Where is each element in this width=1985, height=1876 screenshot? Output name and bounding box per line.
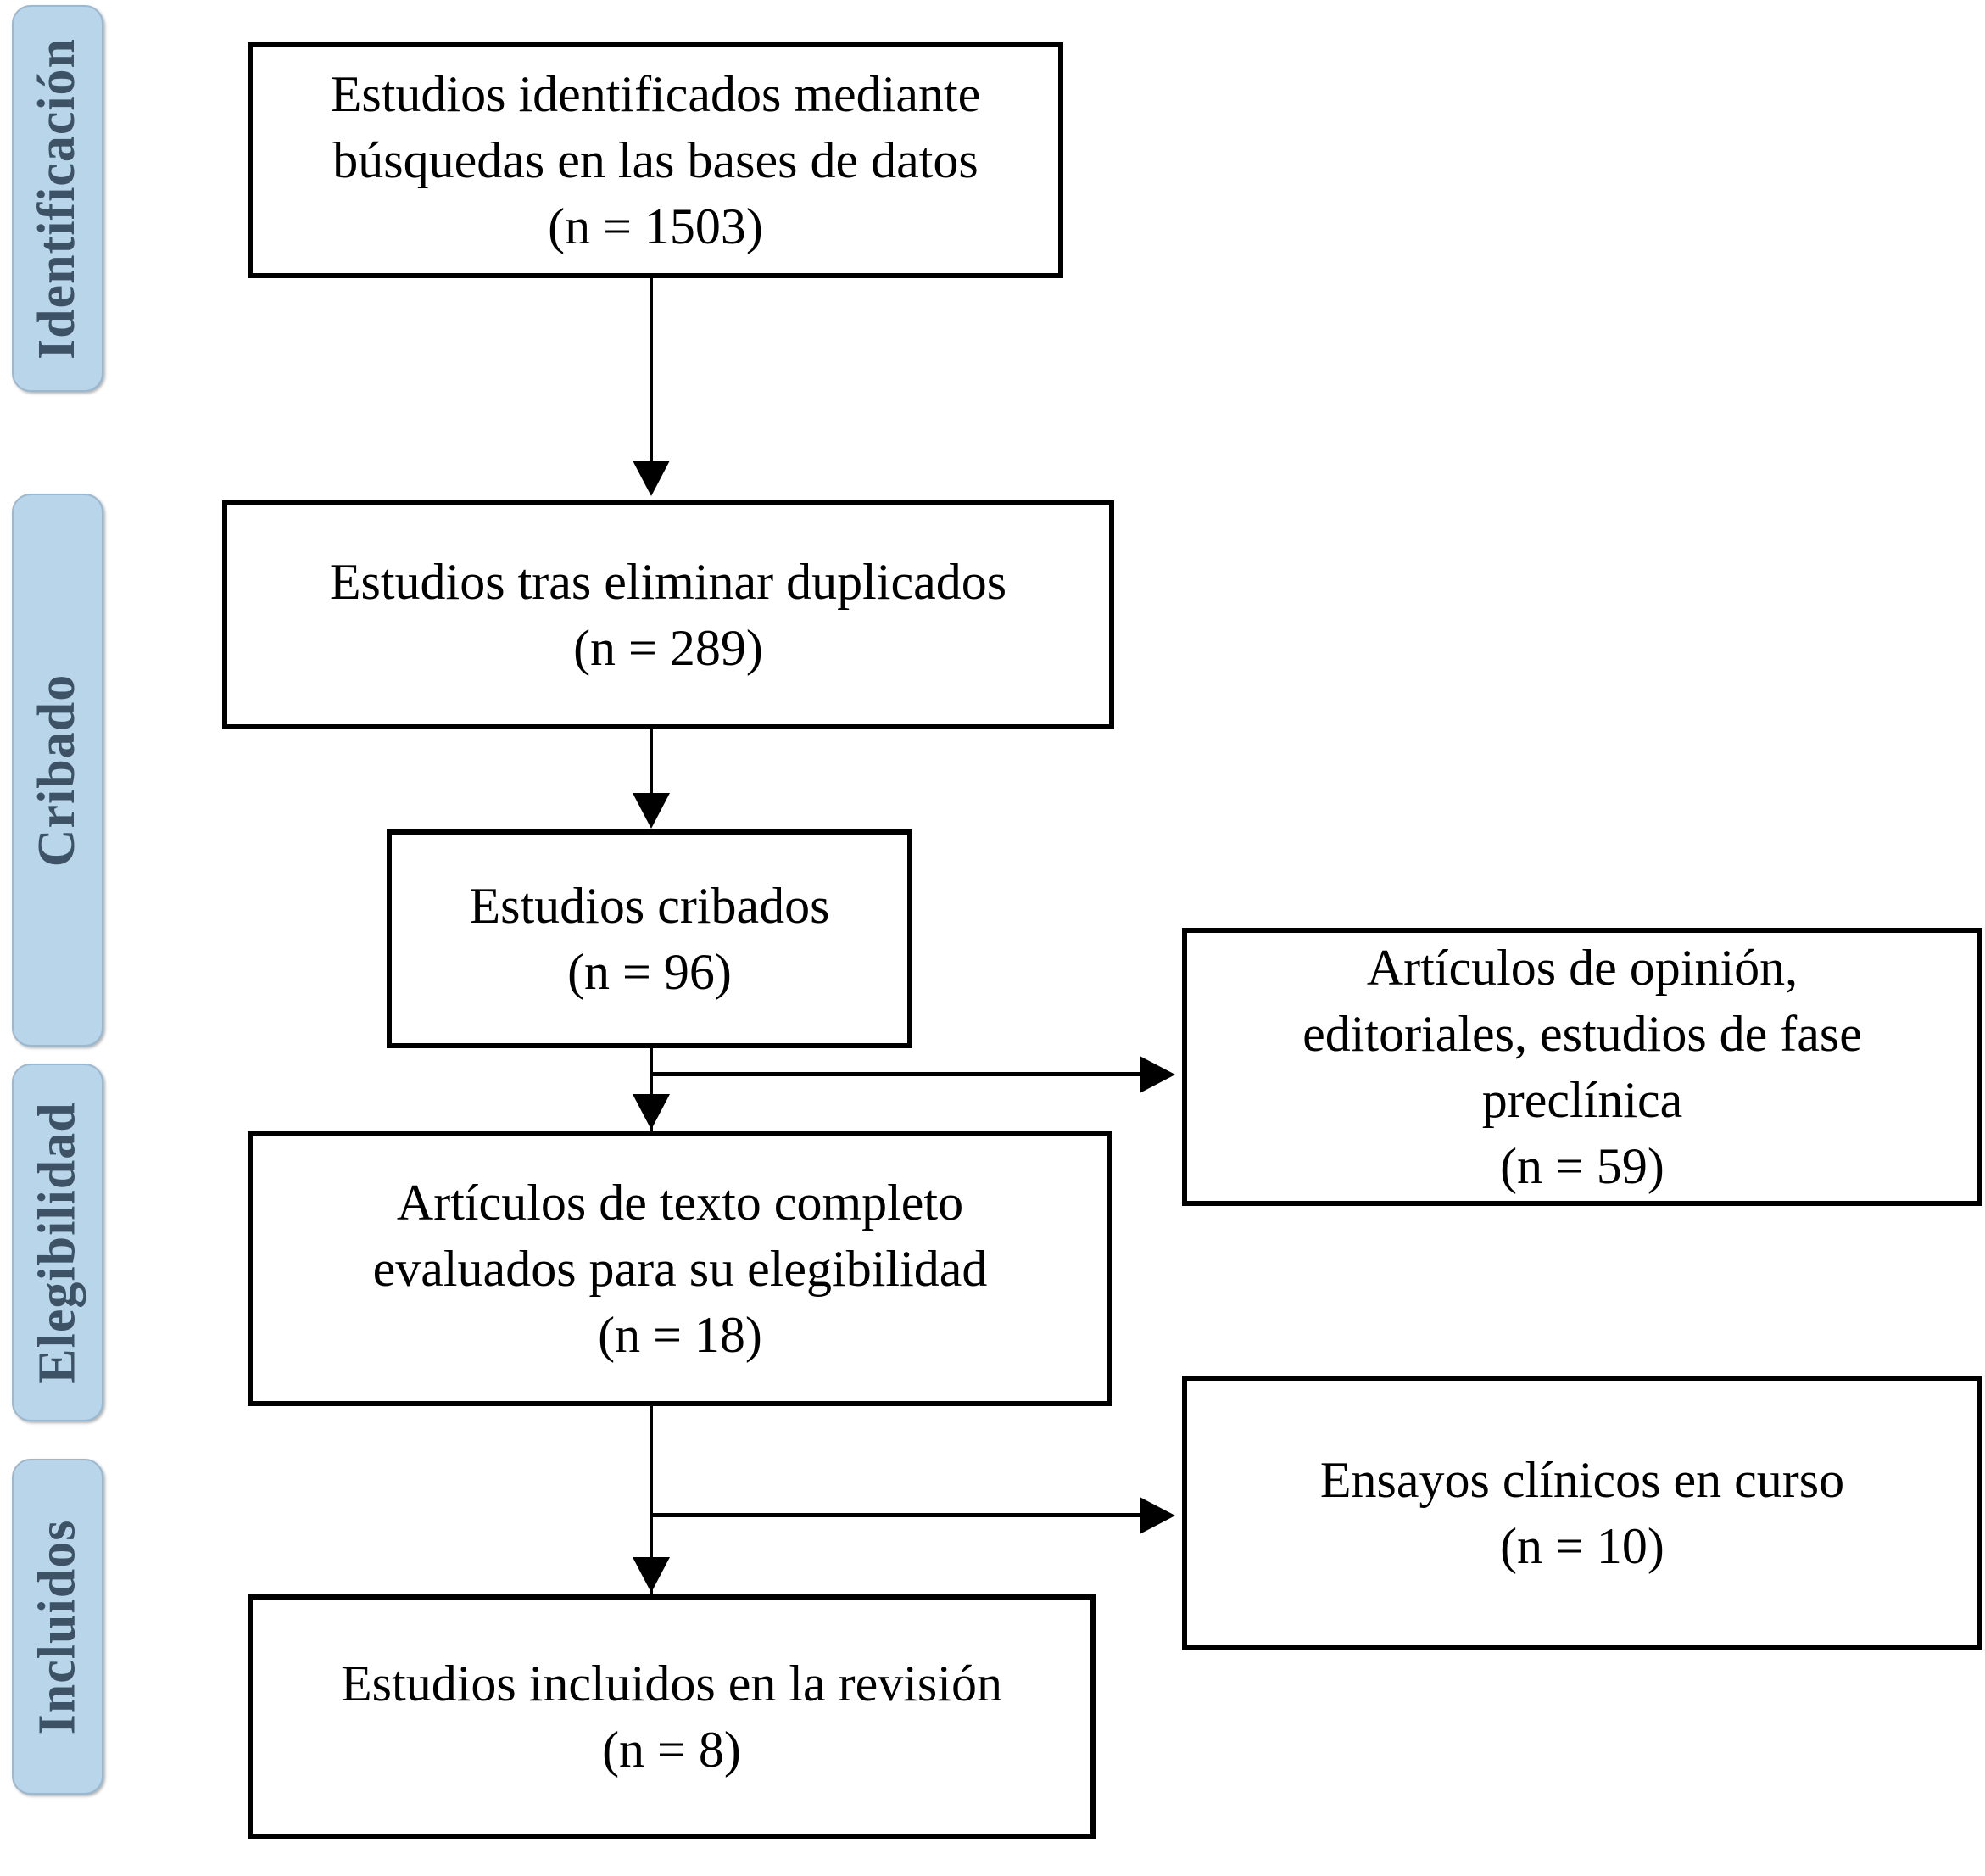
phase-chip-incluidos: Incluidos: [12, 1459, 103, 1795]
connector-screened-to-excluded-opinion: [651, 1072, 1141, 1076]
flow-box-excluded-ongoing: Ensayos clínicos en curso (n = 10): [1182, 1376, 1982, 1650]
arrowhead-duplicates-to-screened: [633, 793, 670, 829]
connector-fulltext-to-excluded-ongoing: [651, 1513, 1141, 1517]
connector-screened-trunk: [650, 1048, 653, 1136]
phase-chip-elegibilidad: Elegibilidad: [12, 1064, 103, 1421]
arrowhead-fulltext-to-included: [633, 1557, 670, 1593]
flow-box-screened-text: Estudios cribados (n = 96): [469, 878, 830, 1000]
flow-box-after-duplicates: Estudios tras eliminar duplicados (n = 2…: [222, 500, 1114, 729]
phase-label-identificacion: Identificación: [28, 37, 86, 360]
connector-identified-to-duplicates: [650, 278, 653, 466]
phase-label-incluidos: Incluidos: [28, 1519, 86, 1734]
flow-box-after-duplicates-text: Estudios tras eliminar duplicados (n = 2…: [329, 554, 1007, 676]
connector-fulltext-trunk: [650, 1406, 653, 1594]
flow-box-fulltext-assessed-text: Artículos de texto completo evaluados pa…: [372, 1175, 988, 1363]
flow-box-included-text: Estudios incluidos en la revisión (n = 8…: [341, 1655, 1002, 1778]
flow-box-fulltext-assessed: Artículos de texto completo evaluados pa…: [248, 1131, 1112, 1406]
arrowhead-screened-to-fulltext: [633, 1094, 670, 1130]
phase-label-elegibilidad: Elegibilidad: [28, 1101, 86, 1384]
flow-box-identified: Estudios identificados mediante búsqueda…: [248, 42, 1063, 278]
arrowhead-fulltext-to-excluded-ongoing: [1140, 1497, 1175, 1534]
flow-box-included: Estudios incluidos en la revisión (n = 8…: [248, 1594, 1096, 1839]
flow-box-excluded-ongoing-text: Ensayos clínicos en curso (n = 10): [1319, 1452, 1845, 1574]
flow-box-excluded-opinion: Artículos de opinión, editoriales, estud…: [1182, 928, 1982, 1206]
connector-duplicates-to-screened: [650, 729, 653, 799]
flow-box-identified-text: Estudios identificados mediante búsqueda…: [330, 66, 981, 254]
arrowhead-screened-to-excluded-opinion: [1140, 1056, 1175, 1093]
phase-chip-identificacion: Identificación: [12, 5, 103, 392]
phase-chip-cribado: Cribado: [12, 494, 103, 1047]
phase-label-cribado: Cribado: [28, 673, 86, 867]
flow-box-excluded-opinion-text: Artículos de opinión, editoriales, estud…: [1302, 940, 1862, 1194]
flow-box-screened: Estudios cribados (n = 96): [387, 829, 912, 1048]
arrowhead-identified-to-duplicates: [633, 461, 670, 496]
